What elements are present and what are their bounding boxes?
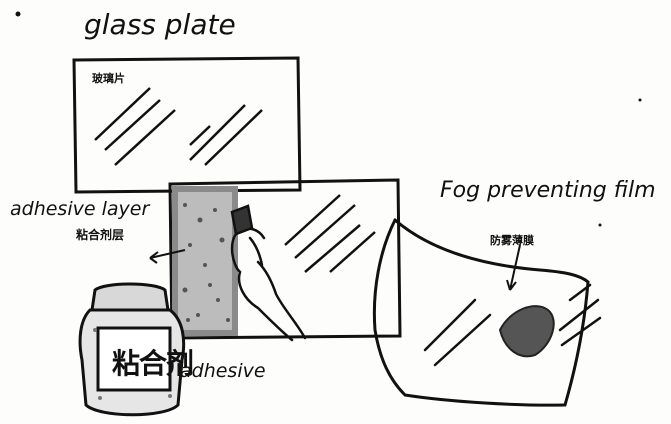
adhesive-layer-label-cn: 粘合剂层	[76, 226, 124, 243]
fog-preventing-film	[374, 220, 600, 405]
glass-plate-label: glass plate	[84, 8, 236, 41]
fog-preventing-film-label: Fog preventing film	[440, 178, 656, 203]
fog-preventing-film-label-cn: 防雾薄膜	[490, 232, 534, 248]
hand-with-brush	[232, 206, 305, 340]
adhesive-layer-area	[172, 186, 238, 336]
adhesive-label: adhesive	[180, 360, 266, 382]
adhesive-layer-label: adhesive layer	[10, 198, 149, 220]
glass-plate-label-cn: 玻璃片	[92, 70, 125, 86]
